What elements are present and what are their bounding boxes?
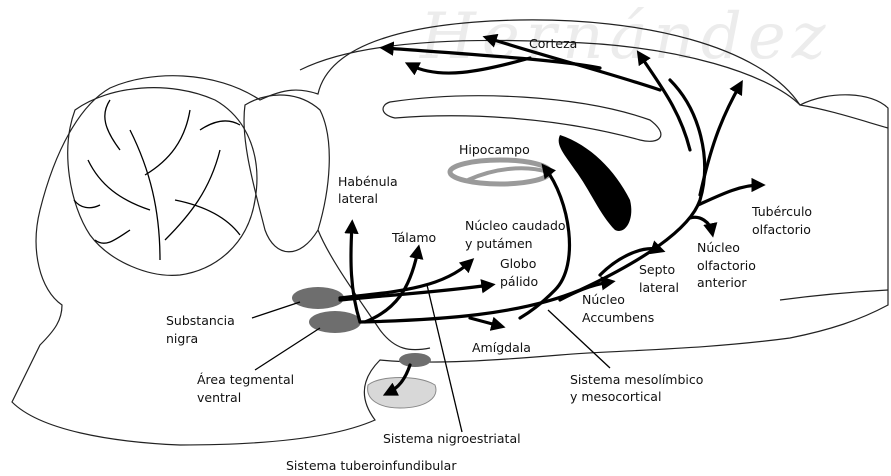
dopamine-pathways bbox=[340, 38, 760, 393]
label-tuberculo-1: Tubérculo bbox=[751, 204, 812, 219]
label-mesolimbico-2: y mesocortical bbox=[570, 389, 661, 404]
label-talamo: Tálamo bbox=[391, 230, 436, 245]
label-globo-2: pálido bbox=[500, 274, 538, 289]
label-tuberoinfundibular: Sistema tuberoinfundibular bbox=[286, 458, 457, 473]
label-caudado-1: Núcleo caudado bbox=[465, 218, 566, 233]
olfactory-bulb-outline bbox=[800, 105, 888, 128]
label-nigroestriatal: Sistema nigroestriatal bbox=[383, 431, 521, 446]
label-mesolimbico-1: Sistema mesolímbico bbox=[570, 372, 703, 387]
label-nucleo-olf-2: olfactorio bbox=[697, 258, 756, 273]
label-septo-1: Septo bbox=[639, 262, 675, 277]
label-habenula-1: Habénula bbox=[338, 174, 398, 189]
label-substancia-2: nigra bbox=[166, 331, 198, 346]
watermark: Hernández bbox=[419, 0, 831, 74]
label-globo-1: Globo bbox=[500, 256, 536, 271]
label-accumbens-1: Núcleo bbox=[582, 292, 625, 307]
cerebellum bbox=[68, 88, 257, 276]
substancia-nigra-shape bbox=[292, 287, 344, 309]
label-habenula-2: lateral bbox=[338, 191, 378, 206]
label-nucleo-olf-1: Núcleo bbox=[697, 240, 740, 255]
label-hipocampo: Hipocampo bbox=[459, 142, 530, 157]
label-nucleo-olf-3: anterior bbox=[697, 275, 747, 290]
label-septo-2: lateral bbox=[639, 280, 679, 295]
label-substancia-1: Substancia bbox=[166, 313, 235, 328]
label-caudado-2: y putámen bbox=[465, 236, 533, 251]
label-tuberculo-2: olfactorio bbox=[752, 222, 811, 237]
label-area-1: Área tegmental bbox=[197, 372, 294, 387]
hypothalamus-nucleus bbox=[399, 353, 431, 367]
corpus-callosum-outline bbox=[383, 96, 661, 142]
label-corteza: Corteza bbox=[529, 36, 577, 51]
lateral-ventricle bbox=[559, 135, 632, 231]
label-area-2: ventral bbox=[197, 390, 241, 405]
label-accumbens-2: Accumbens bbox=[582, 310, 654, 325]
label-amigdala: Amígdala bbox=[472, 340, 531, 355]
olfactory-lower-outline bbox=[780, 290, 888, 300]
